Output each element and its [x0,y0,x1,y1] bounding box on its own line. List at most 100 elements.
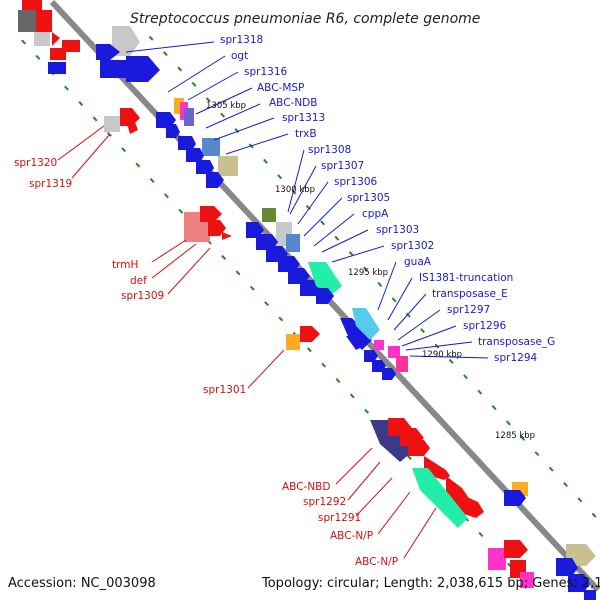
gene-lightgrey-block [34,32,50,46]
gene-olive-block [262,208,276,222]
gene-red-arrow [408,440,430,456]
gene-label: spr1316 [244,66,287,78]
scale-tick [364,408,370,414]
gene-blue-arrow [382,368,396,380]
scale-labels: 1305 kbp 1300 kbp 1295 kbp 1290 kbp 1285… [206,101,535,441]
scale-tick [348,251,354,257]
gene-label: spr1306 [334,176,377,188]
scale-tick [220,112,226,118]
scale-tick [205,97,211,103]
scale-tick [320,220,326,226]
gene-blue-arrow [186,148,204,162]
gene-blue-arrow [316,288,334,304]
gene-orange-block [174,98,184,114]
scale-tick [164,193,169,199]
gene-skyblue-block [352,308,380,340]
scale-tick [405,312,411,318]
scale-tick [548,466,554,472]
scale-tick [505,420,511,426]
scale-tick [306,347,312,353]
scale-tick [264,301,270,307]
gene-blue-arrow [196,160,214,174]
scale-tick [406,455,412,460]
gene-label: spr1305 [347,192,390,204]
gene-red-block [62,40,80,52]
scale-tick [278,316,284,322]
scale-tick [235,270,241,276]
gene-red-arrow [504,540,528,558]
scale-tick [463,374,468,380]
gene-blue-block [584,590,596,600]
gene-label: trxB [295,128,317,140]
gene-track [18,0,596,600]
gene-cyan-block [412,468,468,528]
scale-tick [363,266,368,272]
gene-label: ABC-N/P [330,530,373,542]
scale-tick [263,158,268,164]
scale-tick [92,116,98,122]
scale-tick [135,162,141,168]
scale-tick [477,389,483,395]
gene-label: def [130,275,147,287]
accession-text: Accession: NC_003098 [8,576,156,591]
gene-label: spr1320 [14,157,57,169]
gene-blue-arrow [364,350,378,362]
gene-pink-block [520,572,534,588]
gene-steelblue-block [286,234,300,252]
gene-blue-arrow [568,574,590,592]
scale-tick [577,497,583,503]
scale-tick [191,81,197,87]
gene-blue-arrow [346,336,364,350]
gene-red-block [36,10,52,32]
gene-blue-arrow [504,490,526,506]
red-label-leaders [57,125,437,559]
scale-tick [221,254,227,260]
gene-khaki-block [218,156,238,176]
gene-label: spr1318 [220,34,263,46]
gene-red-arrow [300,326,320,342]
scale-tick [149,178,155,183]
gene-label: spr1309 [121,290,164,302]
scale-tick [563,482,568,487]
blue-gene-labels: spr1318 ogt spr1316 ABC-MSP ABC-NDB spr1… [220,34,555,364]
gene-red-block [22,0,42,12]
gene-red-block [50,48,66,60]
scale-tick [291,189,297,195]
gene-blue-arrow [100,60,134,78]
scale-tick [591,512,597,518]
gene-label: transposase_G [478,336,555,348]
scale-tick [78,101,84,107]
scale-tick [234,128,240,134]
gene-red-arrow [120,108,140,126]
scale-label: 1300 kbp [275,185,315,195]
gene-navy-block [370,420,412,462]
gene-pink-block [488,548,506,570]
topology-text: Topology: circular; Length: 2,038,615 bp… [261,576,600,591]
gene-label: spr1319 [29,178,72,190]
scale-tick [21,39,27,45]
gene-label: transposase_E [432,288,508,300]
scale-tick [334,235,340,241]
scale-tick [121,147,127,153]
gene-pink-block [396,356,408,372]
scale-tick [178,208,184,214]
gene-blue-block [48,62,66,74]
gene-label: spr1292 [303,496,346,508]
scale-tick [64,85,69,91]
gene-label: spr1291 [318,512,361,524]
gene-blue-arrow [166,124,180,138]
gene-label: ABC-N/P [355,556,398,568]
scale-tick [349,393,355,399]
gene-label: spr1302 [391,240,434,252]
gene-grey-block [18,10,40,32]
scale-tick [377,281,383,287]
gene-lightgrey-block [104,116,120,132]
gene-red-arrow [126,120,138,134]
gene-label: guaA [404,256,432,268]
gene-blue-arrow [206,172,224,188]
scale-tick [391,297,397,303]
gene-blue-arrow [178,136,196,150]
scale-label: 1290 kbp [422,350,462,360]
gene-blue-arrow [96,44,120,60]
